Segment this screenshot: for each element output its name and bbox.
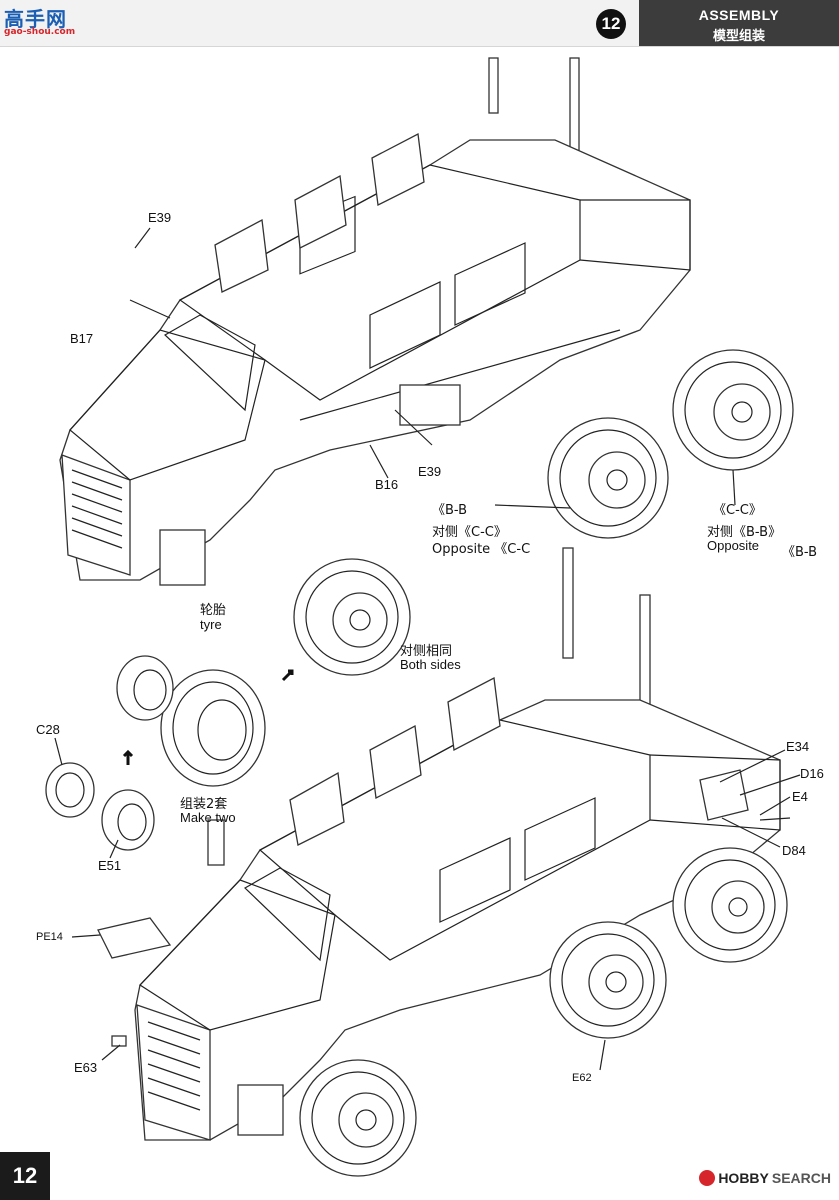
part-label-pe14: PE14	[36, 931, 63, 943]
watermark-hobby: HOBBY	[718, 1170, 769, 1186]
bottom-vehicle-illustration	[97, 547, 791, 1141]
note-both-sides-en: Both sides	[400, 657, 461, 672]
label-c-c: 《C-C》	[713, 503, 762, 518]
bottom-wheel-front	[299, 1059, 417, 1177]
bottom-wheel-rear	[672, 847, 788, 963]
rim-half-outer	[116, 655, 174, 721]
part-label-b16: B16	[375, 477, 399, 492]
bottom-wheel-middle	[549, 921, 667, 1039]
part-label-e62: E62	[572, 1072, 592, 1084]
part-label-d84: D84	[782, 843, 806, 858]
rim-half-inner	[45, 762, 155, 851]
note-make-two-en: Make two	[180, 810, 236, 825]
part-label-e34: E34	[786, 739, 810, 754]
site-logo[interactable]: 高手网 gao-shou.com	[4, 3, 78, 41]
note-opposite-cc-en: Opposite 《C-C	[432, 542, 531, 557]
top-wheel-rear	[672, 349, 794, 471]
part-label-e63: E63	[74, 1060, 98, 1075]
label-tyre-en: tyre	[200, 617, 222, 632]
part-label-b17: B17	[70, 331, 94, 346]
section-title-cn: 模型组装	[712, 29, 765, 44]
top-wheel-middle	[547, 417, 669, 539]
section-title-en: ASSEMBLY	[698, 7, 780, 23]
note-both-sides-cn: 对侧相同	[400, 644, 453, 659]
top-wheel-front	[293, 558, 411, 676]
label-b-b: 《B-B	[432, 503, 468, 518]
note-opposite-bb-en-ref: 《B-B	[782, 545, 818, 560]
note-make-two-cn: 组装2套	[180, 797, 228, 812]
step-number-badge: 12	[596, 9, 626, 39]
logo-url: gao-shou.com	[4, 27, 76, 37]
hobbysearch-logo-icon	[699, 1170, 716, 1186]
part-label-e51: E51	[98, 858, 122, 873]
part-label-e39-mid: E39	[418, 464, 442, 479]
note-opposite-bb-en: Opposite	[707, 538, 760, 553]
loose-tyre	[160, 669, 266, 787]
section-header: ASSEMBLY 模型组装	[639, 0, 839, 46]
note-opposite-bb-cn: 对侧《B-B》	[707, 525, 782, 540]
part-label-d16: D16	[800, 766, 824, 781]
note-opposite-cc-cn: 对侧《C-C》	[432, 525, 507, 540]
top-vehicle-illustration	[59, 57, 691, 586]
label-tyre-cn: 轮胎	[200, 603, 227, 618]
watermark-search: SEARCH	[771, 1170, 831, 1186]
part-label-c28: C28	[36, 722, 60, 737]
page-number: 12	[0, 1152, 50, 1200]
logo-text: 高手网	[4, 7, 67, 31]
part-label-e4: E4	[792, 789, 808, 804]
leader-lines	[54, 227, 801, 1071]
part-label-e39: E39	[148, 210, 172, 225]
